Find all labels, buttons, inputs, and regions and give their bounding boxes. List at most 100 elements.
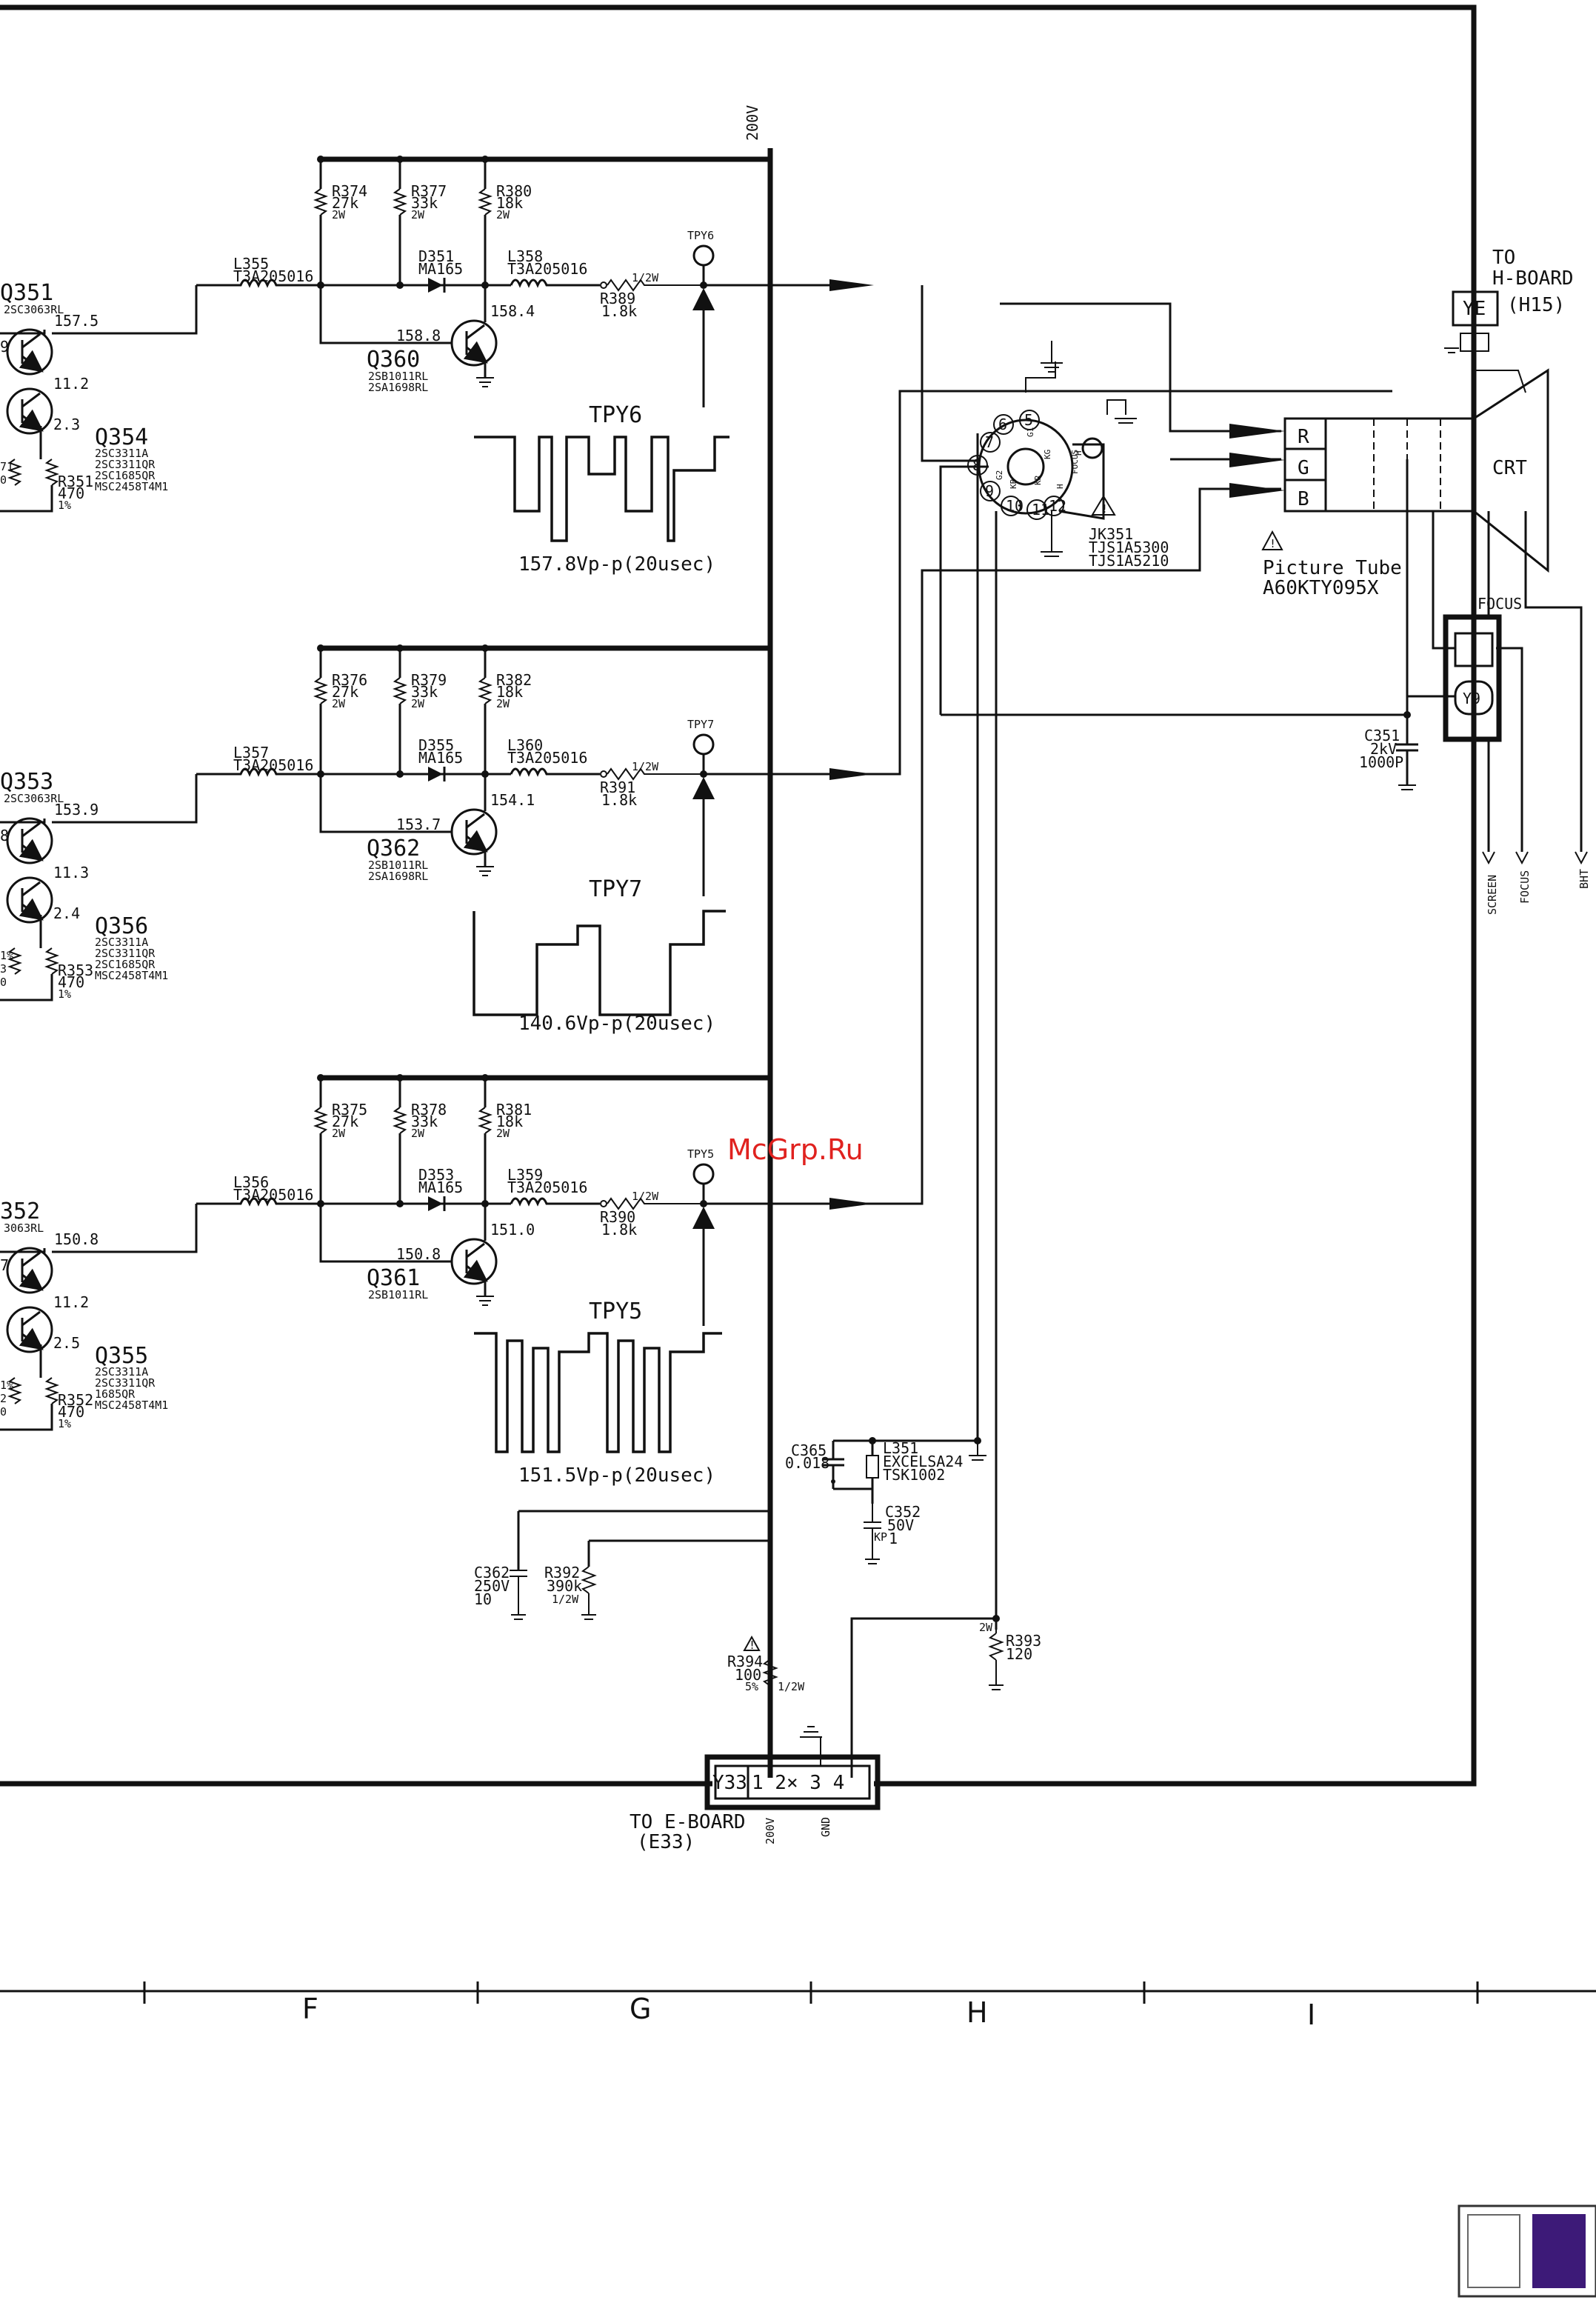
input-transistor-vb: 7	[0, 1256, 9, 1274]
series-resistor-power: 1/2W	[632, 1190, 659, 1203]
inductor-out-symbol	[510, 767, 600, 777]
inductor-in-symbol	[196, 767, 321, 777]
lower-transistor-part: 2SC3311QR	[95, 1376, 156, 1390]
r_a-ref: R375	[332, 1101, 367, 1119]
lower-transistor-part: 2SC3311A	[95, 447, 148, 460]
input-transistor-ve: 11.3	[53, 864, 89, 881]
e-board-connector: Y33 1 2× 3 4 TO E-BOARD (E33) 200V GND	[630, 1726, 881, 1853]
test-point-symbol	[692, 733, 715, 756]
series-resistor-ref: R390	[600, 1208, 635, 1226]
socket-pin-number: 9	[985, 482, 994, 500]
input-transistor-part: 2SC3063RL	[4, 792, 64, 805]
inductor-in-part: T3A205016	[233, 267, 313, 285]
emitter-resistor-symbol	[44, 947, 59, 975]
h-board-line2: H-BOARD	[1492, 267, 1574, 290]
column-g: G	[630, 1993, 651, 2025]
focus-block: FOCUS Y9 SCREEN FOCUS BHT C351 2kV 1000P	[1359, 511, 1591, 915]
lower-transistor-ve: 2.3	[53, 416, 80, 433]
output-arrow	[829, 1198, 874, 1210]
lower-transistor-symbol	[6, 1306, 53, 1353]
output-bht: BHT	[1577, 869, 1591, 889]
channel-green: Q3532SC3063RL153.9811.3Q3562SC3311A2SC33…	[0, 644, 874, 1035]
socket-part-1: TJS1A5300	[1089, 539, 1169, 556]
c352-value2: 1	[889, 1530, 898, 1547]
output-focus: FOCUS	[1518, 870, 1532, 904]
inductor-out-symbol	[510, 1197, 600, 1207]
input-transistor-vb: 9	[0, 338, 9, 356]
column-ruler: F G H I	[0, 1981, 1596, 2031]
r_b-ref: R377	[411, 182, 447, 200]
input-transistor-symbol	[6, 817, 53, 864]
inductor-out-part: T3A205016	[507, 260, 587, 278]
socket-pin-number: 10	[1006, 497, 1024, 515]
socket-pin-number: 11	[1032, 501, 1049, 519]
input-transistor-symbol	[6, 1247, 53, 1294]
socket-pin-label: KB	[1009, 479, 1018, 489]
output-transistor-part: 2SB1011RL	[368, 370, 428, 383]
e-board-line2: (E33)	[637, 1831, 695, 1853]
c351-ref: C351	[1364, 727, 1400, 744]
signal-routing	[859, 285, 1409, 1630]
lower-transistor-part: 2SC1685QR	[95, 958, 156, 971]
diode-part: MA165	[418, 1179, 463, 1196]
diode-symbol	[428, 1196, 443, 1211]
inductor-in-part: T3A205016	[233, 756, 313, 774]
socket-pin-label: H	[1074, 450, 1084, 456]
output-transistor-part: 2SA1698RL	[368, 870, 428, 883]
series-resistor-symbol	[607, 279, 704, 292]
lower-transistor-part: MSC2458T4M1	[95, 480, 168, 493]
r_a-symbol	[313, 1107, 328, 1134]
ground-symbol	[476, 377, 494, 387]
socket-pin-label: G2	[995, 470, 1004, 480]
socket-pin-number: 6	[998, 416, 1007, 433]
test-point-label: TPY6	[687, 229, 714, 242]
series-resistor-ref: R391	[600, 779, 635, 796]
e-board-pin3: GND	[819, 1817, 832, 1837]
diode-part: MA165	[418, 260, 463, 278]
r_b-symbol	[393, 677, 407, 704]
socket-pin-label: KR	[1033, 475, 1043, 485]
e-board-connector-label: Y33	[712, 1772, 747, 1794]
emitter-resistor-tol: 1%	[58, 987, 71, 1001]
test-point-symbol	[692, 1163, 715, 1185]
r_a-value: 27k	[332, 1113, 358, 1130]
svg-text:!: !	[1101, 502, 1108, 516]
lower-transistor-part: MSC2458T4M1	[95, 1399, 168, 1412]
r_b-ref: R378	[411, 1101, 447, 1119]
crt-model: A60KTY095X	[1263, 577, 1379, 599]
lower-transistor-ref: Q356	[95, 913, 148, 939]
input-transistor-vc: 150.8	[54, 1230, 99, 1248]
r_c-symbol	[478, 1107, 493, 1134]
inductor-out-ref: L359	[507, 1166, 543, 1184]
column-f: F	[302, 1993, 318, 2025]
input-transistor-vc: 157.5	[54, 312, 99, 330]
waveform-label: TPY7	[589, 876, 642, 902]
r_b-value: 33k	[411, 1113, 438, 1130]
crt-label: CRT	[1492, 457, 1527, 479]
socket-pin-label: G1	[1026, 427, 1035, 437]
socket-pin	[1001, 496, 1021, 516]
ground-symbol	[476, 1296, 494, 1306]
test-point-label: TPY5	[687, 1147, 714, 1161]
series-resistor-symbol	[607, 767, 704, 781]
focus-connector-label: Y9	[1463, 690, 1480, 707]
e-board-pin1: 200V	[764, 1818, 777, 1844]
emitter-resistor-tol: 1%	[58, 499, 71, 512]
r_b-value: 33k	[411, 683, 438, 701]
input-transistor-ref: 352	[0, 1199, 40, 1224]
waveform-trace	[474, 1332, 722, 1453]
output-transistor-ref: Q360	[367, 347, 420, 373]
waveform-caption: 157.8Vp-p(20usec)	[518, 553, 715, 576]
r_b-symbol	[393, 188, 407, 216]
output-transistor-vb: 158.8	[396, 327, 441, 344]
crt-title: Picture Tube	[1263, 557, 1402, 579]
input-transistor-ref: Q353	[0, 769, 53, 795]
lower-transistor-part: MSC2458T4M1	[95, 969, 168, 982]
waveform-label: TPY5	[589, 1299, 642, 1324]
r_c-ref: R381	[496, 1101, 532, 1119]
input-transistor-ve: 11.2	[53, 375, 89, 393]
series-resistor-value: 1.8k	[601, 791, 637, 809]
lower-transistor-part: 1685QR	[95, 1387, 136, 1401]
e-board-pins: 1 2× 3 4	[752, 1772, 844, 1794]
r_b-power: 2W	[411, 208, 425, 221]
